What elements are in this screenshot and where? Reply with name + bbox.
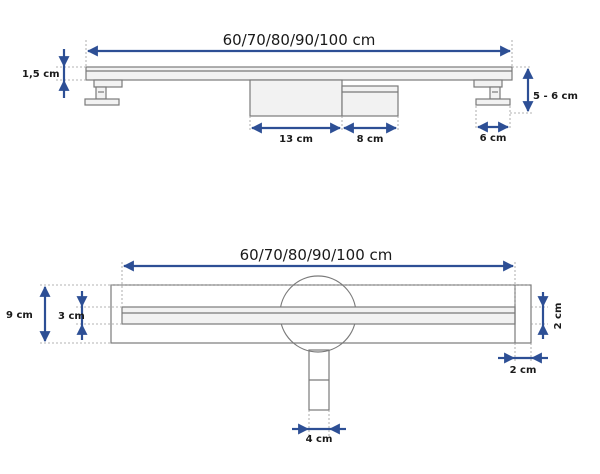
- top-length-label: 60/70/80/90/100 cm: [240, 246, 393, 264]
- height-label: 5 - 6 cm: [533, 91, 578, 102]
- side-view: 60/70/80/90/100 cm 1,5 cm 5 - 6 cm 13 cm…: [22, 31, 578, 145]
- right-foot: [473, 79, 511, 106]
- channel-label: 3 cm: [58, 311, 85, 322]
- width-label: 9 cm: [6, 310, 33, 321]
- left-foot: [84, 79, 123, 106]
- foot-label: 6 cm: [480, 133, 507, 144]
- thickness-label: 1,5 cm: [22, 69, 60, 80]
- side-length-label: 60/70/80/90/100 cm: [223, 31, 376, 49]
- drain-cover-plate: [85, 66, 513, 81]
- top-view: 60/70/80/90/100 cm 9 cm 3 cm 2 cm 2 cm 4…: [6, 246, 564, 445]
- outlet-body: [249, 79, 343, 117]
- drain-channel: [121, 306, 516, 325]
- outlet-width-label: 13 cm: [279, 134, 313, 145]
- siphon-width-label: 8 cm: [357, 134, 384, 145]
- siphon-body: [341, 85, 399, 117]
- pipe-label: 4 cm: [306, 434, 333, 445]
- edge-width-label: 2 cm: [510, 365, 537, 376]
- edge-height-label: 2 cm: [553, 303, 564, 330]
